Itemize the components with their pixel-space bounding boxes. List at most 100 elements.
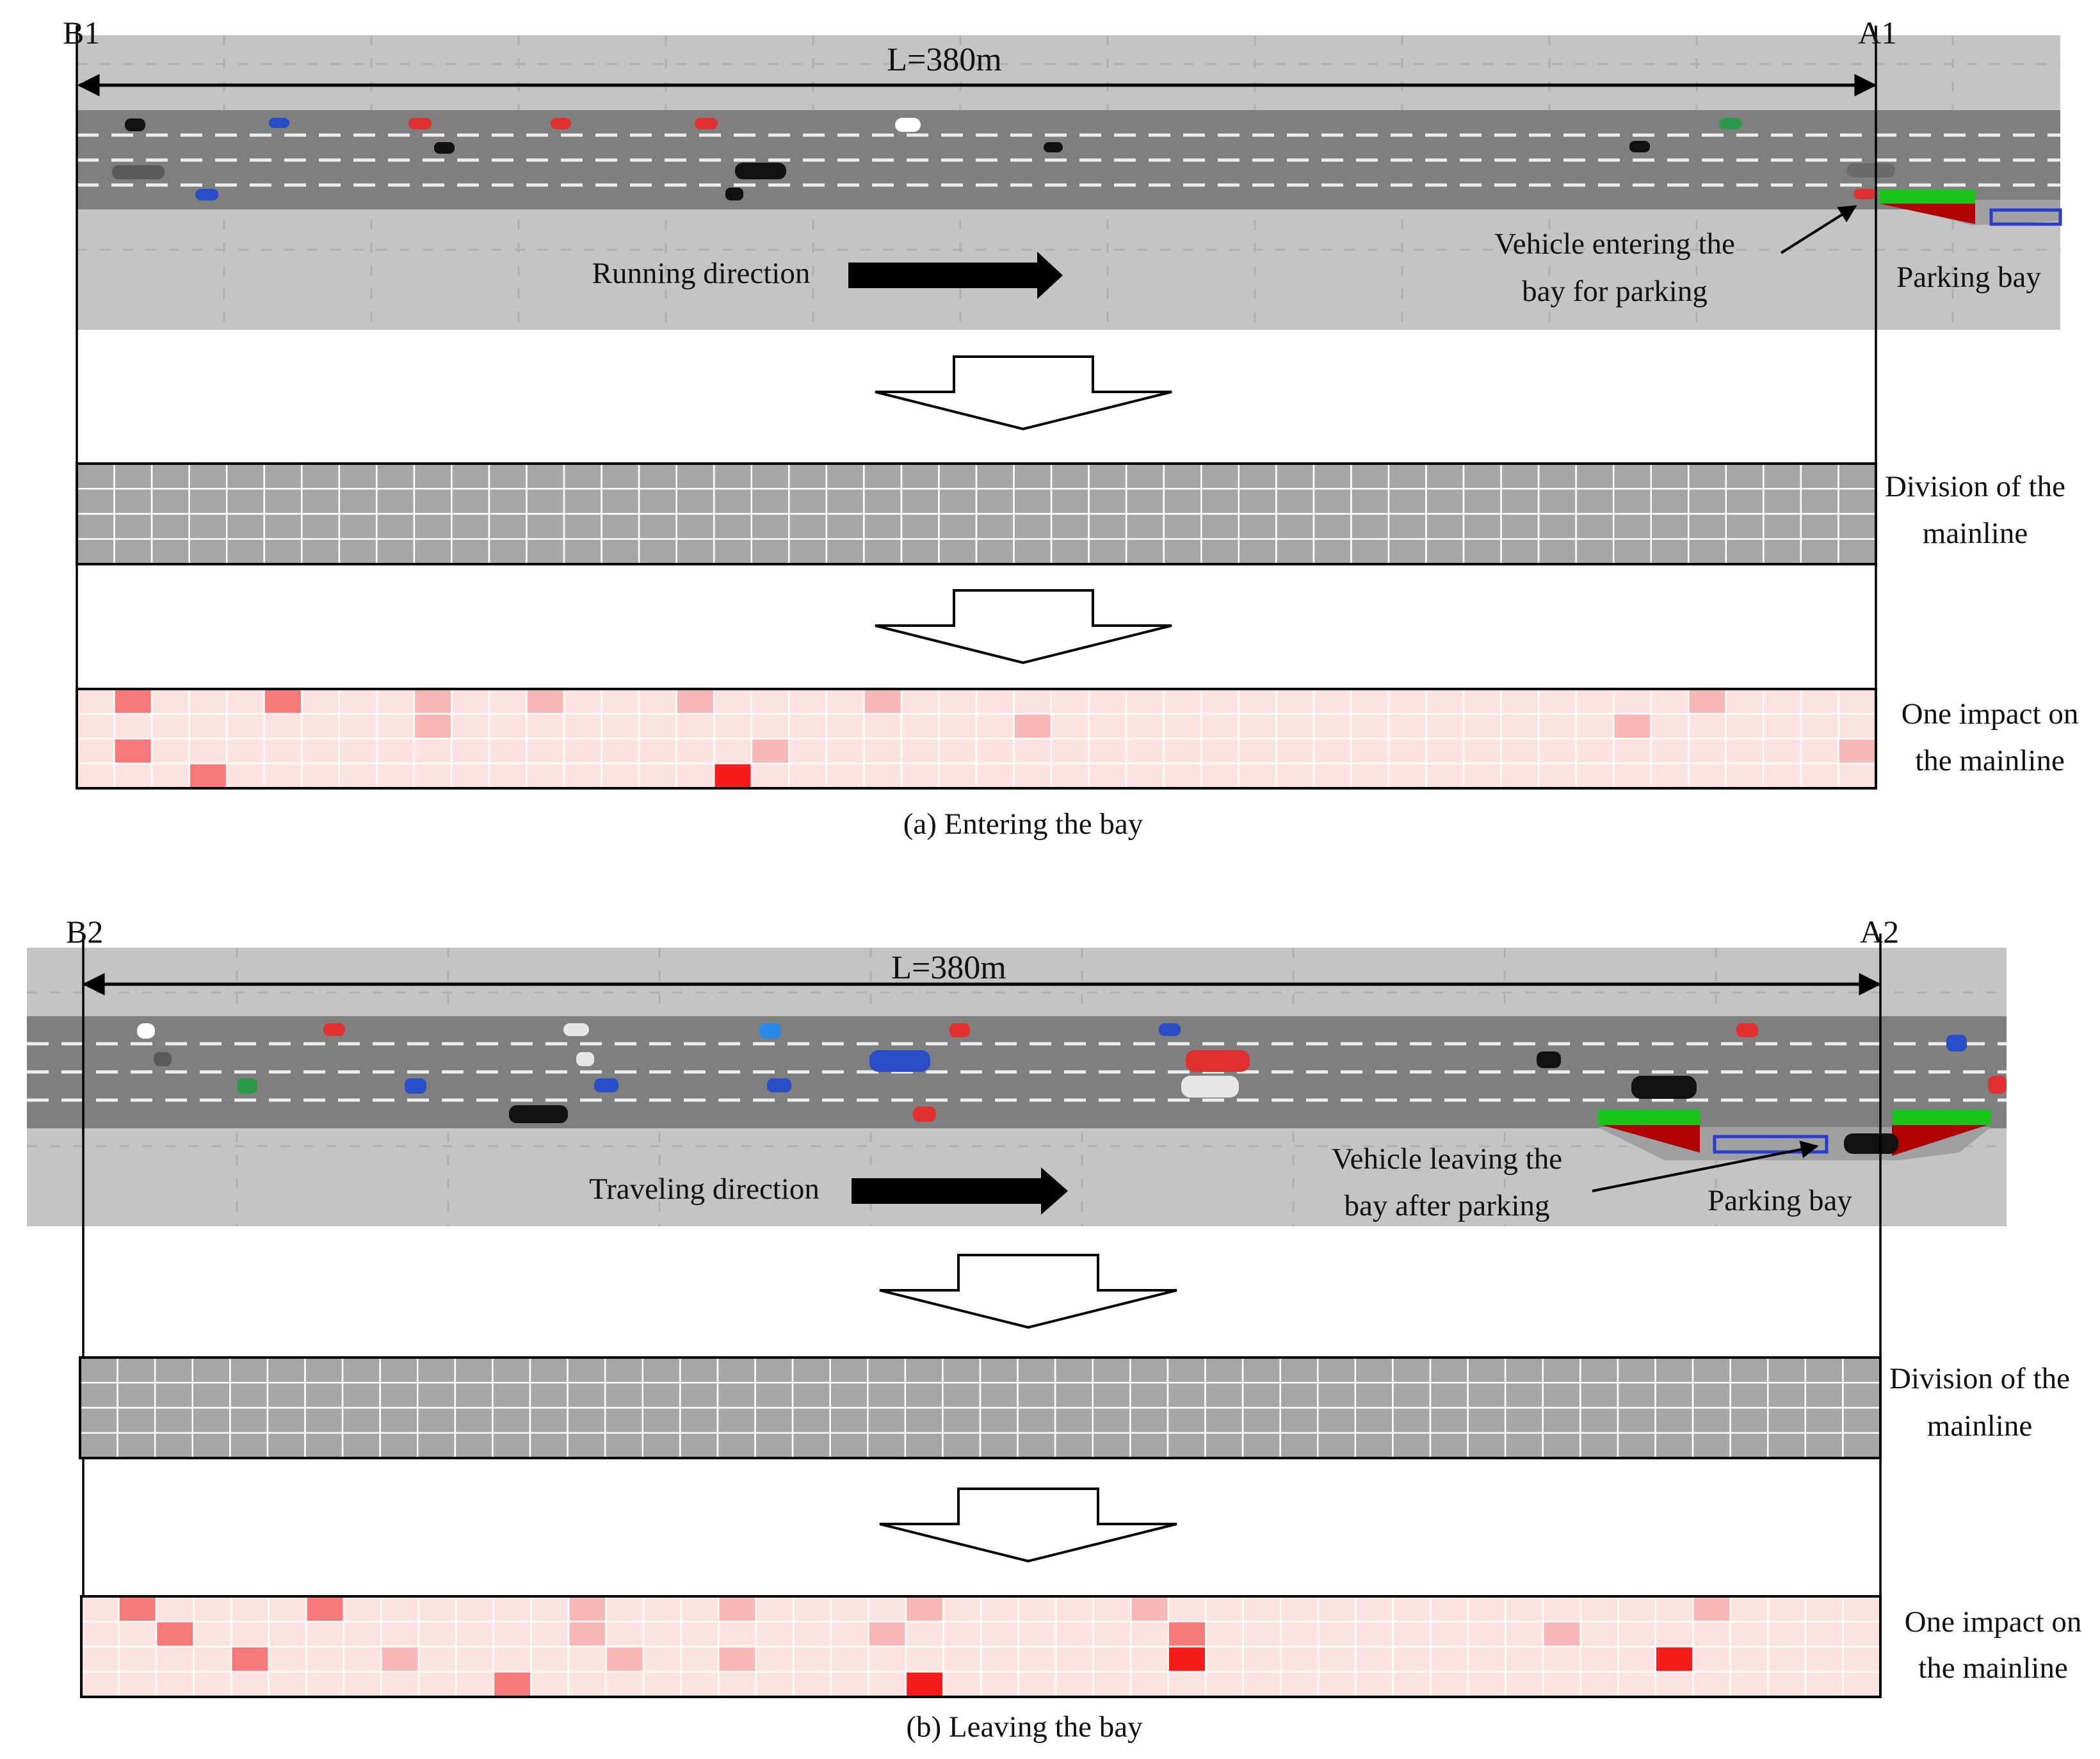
- grid-cell: [1200, 763, 1240, 790]
- grid-cell: [301, 538, 341, 565]
- grid-cell: [529, 1432, 569, 1459]
- grid-cell: [1200, 538, 1240, 565]
- grid-cell: [1205, 1621, 1245, 1648]
- grid-cell: [1654, 1646, 1694, 1673]
- grid-cell: [80, 1595, 120, 1623]
- grid-cell: [1125, 488, 1165, 515]
- grid-cell: [1688, 763, 1727, 790]
- grid-cell: [675, 462, 715, 490]
- vehicle: [154, 1052, 172, 1066]
- grid-cell: [492, 1356, 531, 1384]
- grid-cell: [191, 1407, 231, 1434]
- grid-cell: [1838, 763, 1877, 790]
- grid-cell: [1200, 738, 1240, 765]
- grid-cell: [413, 488, 453, 515]
- grid-cell: [713, 763, 752, 790]
- grid-cell: [229, 1407, 269, 1434]
- grid-cell: [788, 713, 828, 740]
- grid-cell: [1167, 1407, 1206, 1434]
- grid-cell: [750, 488, 790, 515]
- grid-cell: [1275, 738, 1315, 765]
- grid-cell: [1767, 1356, 1807, 1384]
- grid-cell: [1842, 1595, 1882, 1623]
- caption: (a) Entering the bay: [903, 807, 1143, 841]
- grid-cell: [1013, 488, 1053, 515]
- vehicle: [1736, 1023, 1758, 1037]
- grid-cell: [1804, 1356, 1844, 1384]
- grid-cell: [1017, 1356, 1056, 1384]
- grid-cell: [1200, 513, 1240, 540]
- grid-cell: [1425, 462, 1465, 490]
- grid-cell: [938, 488, 978, 515]
- grid-cell: [1729, 1621, 1769, 1648]
- grid-cell: [1500, 513, 1540, 540]
- grid-cell: [1650, 462, 1690, 490]
- vehicles: [137, 1023, 2007, 1123]
- grid-cell: [413, 688, 453, 715]
- grid-cell: [455, 1621, 495, 1648]
- grid-cell: [938, 513, 978, 540]
- grid-cell: [601, 713, 640, 740]
- grid-cell: [980, 1595, 1019, 1623]
- grid-cell: [113, 513, 153, 540]
- grid-cell: [567, 1432, 606, 1459]
- grid-cell: [675, 713, 715, 740]
- grid-cell: [451, 538, 490, 565]
- grid-cell: [1275, 763, 1315, 790]
- grid-cell: [793, 1671, 832, 1698]
- grid-cell: [1054, 1382, 1094, 1409]
- vehicle-note-line-2: bay for parking: [1522, 275, 1708, 308]
- grid-cell: [188, 738, 228, 765]
- grid-cell: [1312, 488, 1352, 515]
- grid-cell: [1241, 1432, 1281, 1459]
- grid-cell: [1692, 1646, 1732, 1673]
- grid-cell: [788, 488, 828, 515]
- grid-cell: [942, 1595, 982, 1623]
- grid-cell: [975, 763, 1015, 790]
- grid-cell: [1013, 462, 1053, 490]
- grid-cell: [1575, 713, 1615, 740]
- grid-cell: [301, 488, 341, 515]
- grid-cell: [980, 1671, 1019, 1698]
- grid-cell: [376, 713, 416, 740]
- grid-cell: [263, 763, 303, 790]
- parking-bay-label: Parking bay: [1896, 261, 2041, 294]
- grid-cell: [900, 713, 940, 740]
- vehicle: [195, 189, 218, 200]
- grid-cell: [1054, 1407, 1094, 1434]
- grid-cell: [1312, 538, 1352, 565]
- grid-cell: [338, 462, 378, 490]
- grid-cell: [1429, 1382, 1469, 1409]
- grid-cell: [750, 688, 790, 715]
- grid-cell: [825, 688, 865, 715]
- grid-cell: [1692, 1356, 1731, 1384]
- grid-cell: [942, 1621, 982, 1648]
- vehicle: [1629, 141, 1650, 152]
- grid-cell: [863, 713, 903, 740]
- grid-cell: [1763, 763, 1802, 790]
- grid-cell: [1800, 513, 1839, 540]
- grid-cell: [1125, 738, 1165, 765]
- grid-cell: [642, 1621, 682, 1648]
- grid-cell: [1804, 1621, 1844, 1648]
- grid-cell: [567, 1646, 607, 1673]
- grid-cell: [1430, 1671, 1469, 1698]
- grid-cell: [1800, 738, 1839, 765]
- vehicle: [551, 118, 571, 129]
- grid-cell: [1317, 1356, 1357, 1384]
- grid-cell: [454, 1432, 494, 1459]
- vehicle: [1854, 189, 1877, 199]
- grid-cell: [680, 1671, 720, 1698]
- grid-cell: [1692, 1595, 1732, 1623]
- vehicle: [509, 1105, 568, 1123]
- grid-cell: [1088, 462, 1127, 490]
- grid-cell: [1129, 1595, 1169, 1623]
- impact-label-line-2: the mainline: [1915, 744, 2065, 777]
- grid-cell: [900, 488, 940, 515]
- grid-cell: [601, 488, 640, 515]
- grid-cell: [1050, 713, 1090, 740]
- grid-cell: [1505, 1621, 1544, 1648]
- grid-cell: [788, 538, 828, 565]
- grid-cell: [1088, 738, 1127, 765]
- grid-cell: [563, 688, 602, 715]
